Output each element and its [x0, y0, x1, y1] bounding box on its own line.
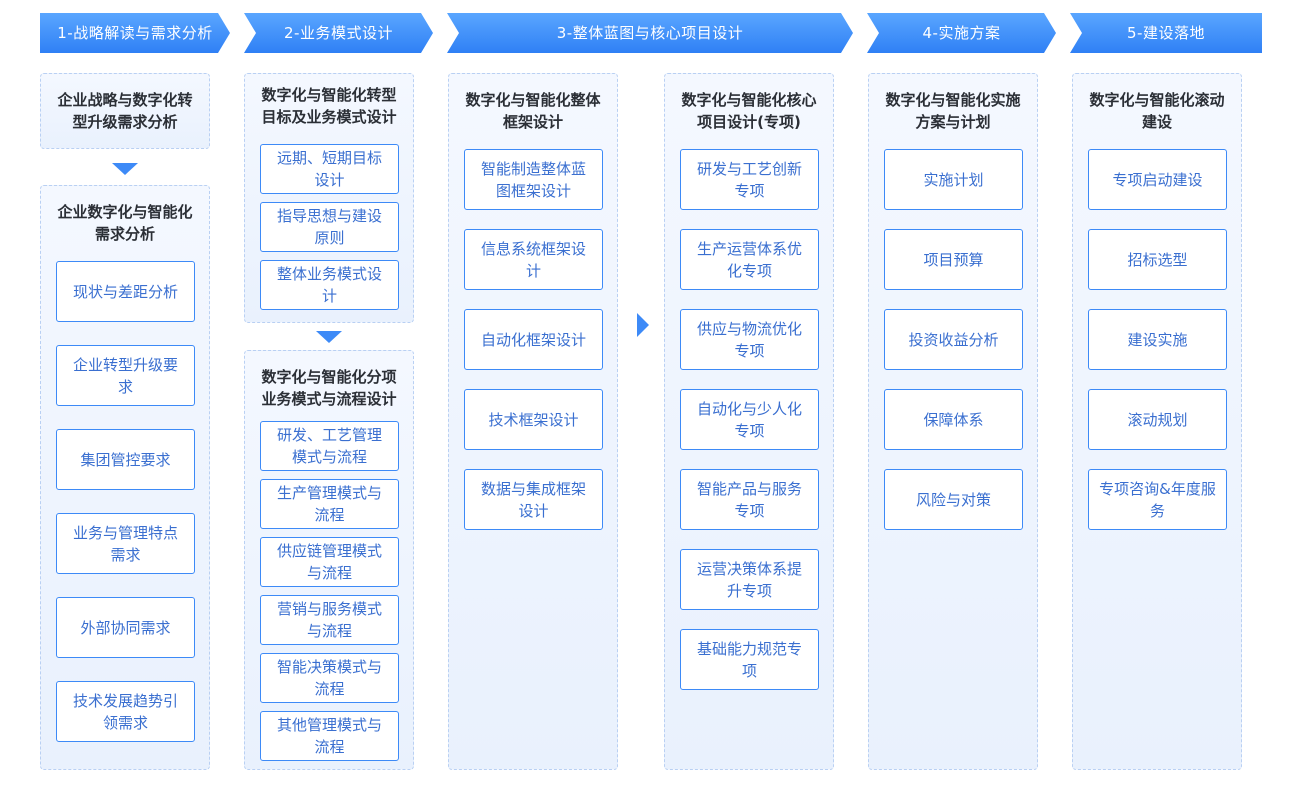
col2-top-item-3: 整体业务模式设计 — [260, 260, 399, 310]
triangle-right-icon — [637, 313, 649, 337]
col1-item-1: 现状与差距分析 — [56, 261, 195, 322]
col2-top-item-2: 指导思想与建设原则 — [260, 202, 399, 252]
col3b-item-5: 智能产品与服务专项 — [680, 469, 819, 530]
col3b-item-4: 自动化与少人化专项 — [680, 389, 819, 450]
col2-bottom-panel: 数字化与智能化分项业务模式与流程设计 研发、工艺管理模式与流程 生产管理模式与流… — [244, 350, 414, 770]
col1-item-2: 企业转型升级要求 — [56, 345, 195, 406]
col1-bottom-panel: 企业数字化与智能化需求分析 现状与差距分析 企业转型升级要求 集团管控要求 业务… — [40, 185, 210, 770]
col3a-title: 数字化与智能化整体框架设计 — [465, 91, 601, 131]
col3b-title: 数字化与智能化核心项目设计(专项) — [681, 91, 817, 131]
col3b-item-7: 基础能力规范专项 — [680, 629, 819, 690]
col2-bottom-item-5: 智能决策模式与流程 — [260, 653, 399, 703]
col3b-item-2: 生产运营体系优化专项 — [680, 229, 819, 290]
col2-top-item-1: 远期、短期目标设计 — [260, 144, 399, 194]
col5-item-1: 专项启动建设 — [1088, 149, 1227, 210]
col5-item-5: 专项咨询&年度服务 — [1088, 469, 1227, 530]
col4-item-1: 实施计划 — [884, 149, 1023, 210]
col4-title: 数字化与智能化实施方案与计划 — [885, 91, 1021, 131]
col2-bottom-title: 数字化与智能化分项业务模式与流程设计 — [261, 368, 397, 408]
col2-top-title: 数字化与智能化转型目标及业务模式设计 — [261, 86, 397, 126]
col4-item-5: 风险与对策 — [884, 469, 1023, 530]
stage-banner-1: 1-战略解读与需求分析 — [40, 13, 230, 53]
col5-panel: 数字化与智能化滚动建设 专项启动建设 招标选型 建设实施 滚动规划 专项咨询&年… — [1072, 73, 1242, 770]
col3a-item-1: 智能制造整体蓝图框架设计 — [464, 149, 603, 210]
col2-bottom-item-4: 营销与服务模式与流程 — [260, 595, 399, 645]
col4-item-4: 保障体系 — [884, 389, 1023, 450]
col3a-item-4: 技术框架设计 — [464, 389, 603, 450]
col3b-item-3: 供应与物流优化专项 — [680, 309, 819, 370]
col1-item-5: 外部协同需求 — [56, 597, 195, 658]
col4-item-2: 项目预算 — [884, 229, 1023, 290]
col3b-panel: 数字化与智能化核心项目设计(专项) 研发与工艺创新专项 生产运营体系优化专项 供… — [664, 73, 834, 770]
col1-item-4: 业务与管理特点需求 — [56, 513, 195, 574]
triangle-down-icon — [112, 163, 138, 175]
stage-banner-5: 5-建设落地 — [1070, 13, 1262, 53]
col1-bottom-title: 企业数字化与智能化需求分析 — [57, 203, 193, 243]
col1-top-panel: 企业战略与数字化转型升级需求分析 — [40, 73, 210, 149]
col3a-panel: 数字化与智能化整体框架设计 智能制造整体蓝图框架设计 信息系统框架设计 自动化框… — [448, 73, 618, 770]
col5-title: 数字化与智能化滚动建设 — [1089, 91, 1225, 131]
stage-banner-3: 3-整体蓝图与核心项目设计 — [447, 13, 853, 53]
col3b-item-1: 研发与工艺创新专项 — [680, 149, 819, 210]
stage-banner-2: 2-业务模式设计 — [244, 13, 433, 53]
col2-bottom-item-6: 其他管理模式与流程 — [260, 711, 399, 761]
col5-item-3: 建设实施 — [1088, 309, 1227, 370]
col2-bottom-item-3: 供应链管理模式与流程 — [260, 537, 399, 587]
col4-item-3: 投资收益分析 — [884, 309, 1023, 370]
col3a-item-5: 数据与集成框架设计 — [464, 469, 603, 530]
col2-bottom-item-1: 研发、工艺管理模式与流程 — [260, 421, 399, 471]
col1-item-6: 技术发展趋势引领需求 — [56, 681, 195, 742]
col5-item-4: 滚动规划 — [1088, 389, 1227, 450]
col2-bottom-item-2: 生产管理模式与流程 — [260, 479, 399, 529]
col4-panel: 数字化与智能化实施方案与计划 实施计划 项目预算 投资收益分析 保障体系 风险与… — [868, 73, 1038, 770]
col3b-item-6: 运营决策体系提升专项 — [680, 549, 819, 610]
col5-item-2: 招标选型 — [1088, 229, 1227, 290]
col1-item-3: 集团管控要求 — [56, 429, 195, 490]
col3a-item-2: 信息系统框架设计 — [464, 229, 603, 290]
col1-top-title: 企业战略与数字化转型升级需求分析 — [57, 91, 193, 131]
col2-top-panel: 数字化与智能化转型目标及业务模式设计 远期、短期目标设计 指导思想与建设原则 整… — [244, 73, 414, 323]
triangle-down-icon — [316, 331, 342, 343]
col3a-item-3: 自动化框架设计 — [464, 309, 603, 370]
stage-banner-4: 4-实施方案 — [867, 13, 1056, 53]
